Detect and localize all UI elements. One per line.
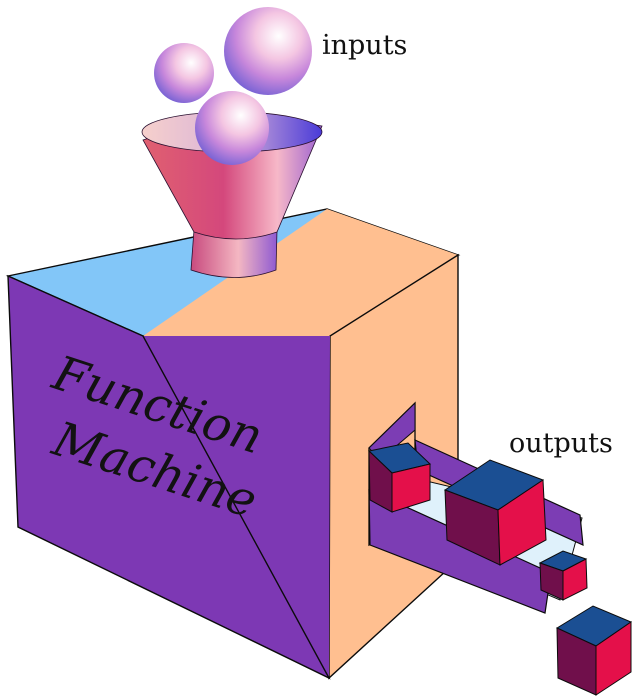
sphere-small [154,43,214,103]
inputs-label: inputs [322,30,407,61]
output-cube-4 [555,605,633,696]
outputs-label: outputs [509,428,613,459]
output-cube-1 [367,442,432,513]
input-spheres [154,7,312,165]
machine-box [5,208,461,680]
sphere-large [224,7,312,95]
output-cube-2 [443,459,547,566]
output-cube-3 [538,550,588,601]
box-front-face-shape [7,274,331,680]
funnel-neck [190,229,278,278]
sphere-in-funnel [195,91,269,165]
